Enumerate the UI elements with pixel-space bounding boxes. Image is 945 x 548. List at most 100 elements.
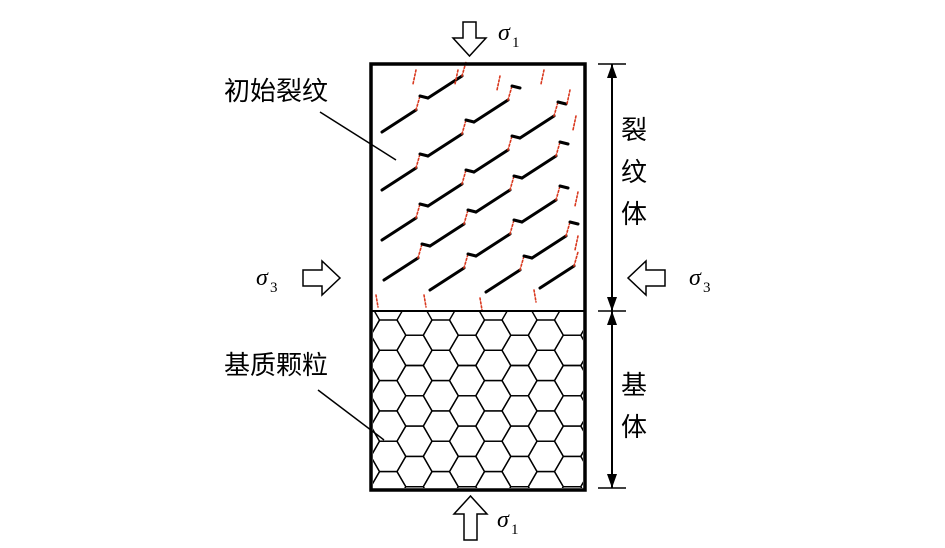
matrix-particle: [579, 451, 583, 462]
sigma1-top-subscript: 1: [512, 35, 520, 51]
matrix-particle: [422, 410, 460, 442]
crack-segment: [380, 108, 418, 134]
matrix-particle: [396, 334, 433, 367]
matrix-particle: [501, 334, 538, 367]
matrix-particle: [474, 349, 512, 382]
matrix-particle: [501, 312, 538, 336]
crack-tip: [454, 69, 459, 85]
matrix-particle: [579, 329, 583, 341]
crack-tip: [479, 297, 483, 311]
crack-tip: [423, 294, 427, 308]
crack-tip: [555, 185, 561, 201]
bottom-load-arrow: [452, 494, 489, 541]
crack-tip: [509, 219, 515, 235]
matrix-particle: [527, 440, 565, 473]
matrix-particle: [371, 502, 406, 532]
crack-segment: [538, 264, 576, 290]
matrix-particle: [396, 455, 433, 488]
matrix-particle: [474, 440, 512, 473]
matrix-particle: [581, 502, 616, 532]
matrix-particle: [474, 410, 512, 442]
matrix-particle: [396, 395, 433, 427]
crack-segment: [568, 220, 580, 226]
sigma3-left-subscript: 3: [270, 280, 278, 296]
matrix-particle: [422, 440, 460, 473]
matrix-particle: [422, 319, 460, 351]
cracked-body-char-1: 裂: [621, 116, 647, 146]
crack-segment: [474, 188, 512, 214]
crack-tip: [463, 253, 469, 269]
matrix-particle: [373, 470, 407, 488]
crack-segment: [484, 268, 522, 294]
matrix-particle: [528, 502, 563, 532]
cracked-body-char-2: 纹: [621, 158, 647, 188]
crack-segment: [556, 100, 568, 106]
initial-crack-set: [375, 61, 580, 311]
crack-segment: [520, 198, 558, 224]
matrix-particle: [501, 425, 538, 458]
crack-tip: [566, 89, 571, 105]
crack-tip: [533, 289, 537, 303]
dim-arrowhead-2: [607, 297, 617, 311]
crack-tip: [555, 141, 561, 157]
crack-segment: [428, 266, 466, 292]
matrix-particle-grid: [371, 312, 642, 532]
matrix-particle: [373, 367, 381, 394]
crack-segment: [530, 234, 568, 260]
matrix-particle: [396, 425, 433, 458]
crack-segment: [520, 154, 558, 180]
crack-tip: [461, 169, 467, 185]
dim-arrowhead-4: [607, 474, 617, 488]
cracked-body-char-3: 体: [621, 200, 647, 230]
matrix-particle: [579, 420, 583, 432]
matrix-particle: [448, 395, 486, 427]
crack-segment: [510, 84, 522, 90]
right-confining-arrow: [626, 259, 666, 297]
matrix-particle: [422, 470, 460, 488]
sigma3-right-subscript: 3: [703, 280, 711, 296]
matrix-particle: [373, 319, 407, 351]
crack-tip: [461, 119, 467, 135]
matrix-particle: [422, 349, 460, 382]
top-load-arrow: [451, 21, 488, 58]
initial-crack-label: 初始裂纹: [224, 77, 328, 107]
matrix-particle: [579, 481, 583, 488]
crack-segment: [518, 114, 556, 140]
crack-segment: [472, 98, 510, 124]
matrix-particle: [373, 440, 407, 473]
matrix-particle: [501, 455, 538, 488]
matrix-particle: [448, 425, 486, 458]
matrix-particle: [448, 455, 486, 488]
crack-segment: [426, 182, 464, 208]
crack-tip: [415, 153, 421, 169]
matrix-particle: [607, 487, 642, 517]
matrix-particle: [474, 379, 512, 412]
crack-tip: [415, 203, 421, 219]
matrix-particle: [373, 379, 407, 412]
crack-tip: [509, 175, 515, 191]
matrix-body-char-2: 体: [621, 413, 647, 443]
crack-tip: [496, 75, 501, 91]
crack-segment: [474, 232, 512, 258]
matrix-particle: [579, 390, 583, 402]
matrix-particle: [527, 319, 565, 351]
crack-tip: [507, 135, 513, 151]
crack-segment: [558, 184, 570, 190]
sigma1-bottom-symbol: σ: [497, 507, 510, 533]
left-confining-arrow: [302, 259, 342, 297]
sigma1-bottom-subscript: 1: [511, 522, 519, 538]
sigma3-right-symbol: σ: [689, 265, 702, 291]
crack-segment: [426, 132, 464, 158]
matrix-particle: [527, 470, 565, 488]
crack-segment: [380, 166, 418, 192]
crack-segment: [472, 148, 510, 174]
matrix-particle: [501, 364, 538, 397]
crack-segment: [382, 256, 420, 282]
dim-arrowhead-1: [607, 64, 617, 78]
crack-tip: [565, 221, 571, 237]
initial-crack-leader: [319, 111, 397, 161]
crack-tip: [540, 69, 545, 85]
sample-outline: [369, 62, 587, 492]
